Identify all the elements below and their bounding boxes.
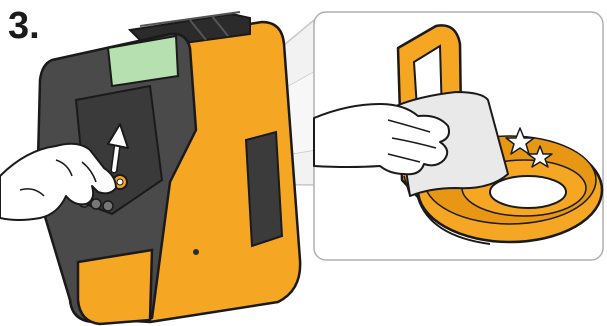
- cleaning-illustration: [0, 0, 607, 326]
